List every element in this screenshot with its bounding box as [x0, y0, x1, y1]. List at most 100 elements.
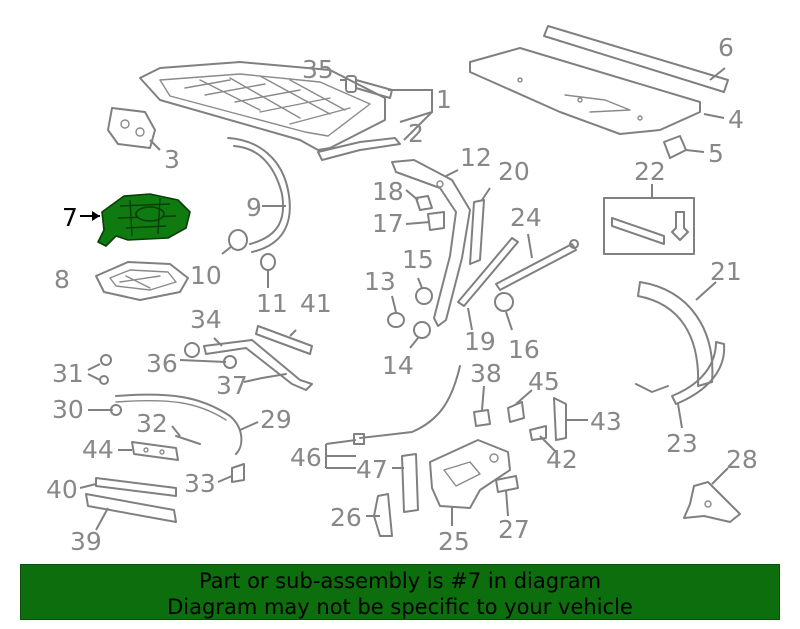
part-33-clip [231, 463, 245, 483]
callout-13: 13 [364, 267, 396, 296]
part-13-washer [387, 312, 405, 328]
part-38-sensor [473, 409, 491, 427]
callout-38: 38 [470, 359, 502, 388]
callout-46: 46 [290, 443, 322, 472]
callout-34: 34 [190, 305, 222, 334]
callout-40: 40 [46, 475, 78, 504]
part-40-strip [95, 477, 177, 497]
part-45-clip [507, 401, 525, 423]
part-22-kit [603, 197, 695, 255]
callout-14: 14 [382, 351, 414, 380]
callout-28: 28 [726, 445, 758, 474]
callout-36: 36 [146, 349, 178, 378]
callout-29: 29 [260, 405, 292, 434]
callout-2: 2 [408, 119, 424, 148]
callout-11: 11 [256, 289, 288, 318]
callout-26: 26 [330, 503, 362, 532]
callout-8: 8 [54, 265, 70, 294]
callout-22: 22 [634, 157, 666, 186]
callout-31: 31 [52, 359, 84, 388]
part-7-highlighted-assembly [97, 193, 191, 247]
callout-6: 6 [718, 33, 734, 62]
part-11-grommet [260, 253, 276, 271]
part-46-cable [353, 365, 461, 445]
callout-3: 3 [164, 145, 180, 174]
callout-20: 20 [498, 157, 530, 186]
callout-25: 25 [438, 527, 470, 556]
part-26-bracket [373, 493, 393, 537]
callout-labels: 1 2 3 4 5 6 7 8 9 10 11 12 13 14 15 16 1… [46, 33, 758, 556]
part-18-clip [415, 195, 433, 211]
part-4-panel [469, 47, 701, 135]
leader-lines [79, 67, 729, 531]
callout-21: 21 [710, 257, 742, 286]
callout-17: 17 [372, 209, 404, 238]
part-29-cable [115, 393, 243, 455]
part-2-seal [317, 137, 401, 161]
part-32-bolt [175, 435, 201, 445]
callout-10: 10 [190, 261, 222, 290]
callout-43: 43 [590, 407, 622, 436]
part-15-washer [415, 287, 433, 305]
part-31-fastener [99, 354, 112, 385]
callout-32: 32 [136, 409, 168, 438]
callout-1: 1 [436, 85, 452, 114]
part-1-roof-frame [139, 61, 386, 151]
part-39-strip [85, 493, 177, 523]
callout-24: 24 [510, 203, 542, 232]
part-41-strip [255, 325, 313, 355]
part-23-seal [635, 341, 726, 405]
callout-27: 27 [498, 515, 530, 544]
callout-18: 18 [372, 177, 404, 206]
part-10-grommet [228, 229, 248, 251]
part-37-screw [261, 373, 287, 379]
part-34-link [203, 339, 313, 391]
part-5-clip [663, 135, 687, 159]
callout-19: 19 [464, 327, 496, 356]
part-14-washer [413, 321, 431, 339]
callout-37: 37 [216, 371, 248, 400]
part-12-arm [391, 159, 471, 327]
callout-15: 15 [402, 245, 434, 274]
callout-44: 44 [82, 435, 114, 464]
part-47-bracket [401, 453, 419, 513]
part-24-rod [495, 239, 579, 291]
info-banner: Part or sub-assembly is #7 in diagram Di… [20, 564, 780, 620]
callout-30: 30 [52, 395, 84, 424]
part-8-tray [95, 261, 189, 301]
callout-45: 45 [528, 367, 560, 396]
part-28-bracket [683, 481, 741, 523]
callout-4: 4 [728, 105, 744, 134]
part-35-bolt [345, 75, 393, 99]
part-21-seal [637, 281, 714, 387]
callout-23: 23 [666, 429, 698, 458]
callout-16: 16 [508, 335, 540, 364]
part-20-strut [469, 199, 485, 265]
part-43-bracket [553, 397, 567, 441]
part-36-grommet [184, 342, 237, 369]
part-42-clip [529, 425, 547, 441]
callout-42: 42 [546, 445, 578, 474]
banner-line-part: Part or sub-assembly is #7 in diagram [198, 569, 602, 593]
part-25-latch [429, 439, 511, 509]
part-19-cylinder [457, 237, 519, 307]
callout-35: 35 [302, 55, 334, 84]
part-16-bushing [494, 292, 514, 312]
callout-7-highlighted: 7 [62, 203, 78, 232]
part-9-arch [227, 137, 291, 253]
part-17-clip [427, 211, 445, 231]
banner-line-disclaimer: Diagram may not be specific to your vehi… [167, 595, 633, 619]
callout-5: 5 [708, 139, 724, 168]
callout-12: 12 [460, 143, 492, 172]
callout-39: 39 [70, 527, 102, 556]
part-27-plate [495, 475, 519, 493]
leader-arrow-7 [92, 211, 100, 221]
part-6-strip [543, 25, 729, 93]
part-44-bracket [131, 441, 179, 461]
callout-33: 33 [184, 469, 216, 498]
part-30-bolt [103, 404, 122, 416]
part-3-bracket [107, 107, 156, 149]
callout-47: 47 [356, 455, 388, 484]
callout-41: 41 [300, 289, 332, 318]
